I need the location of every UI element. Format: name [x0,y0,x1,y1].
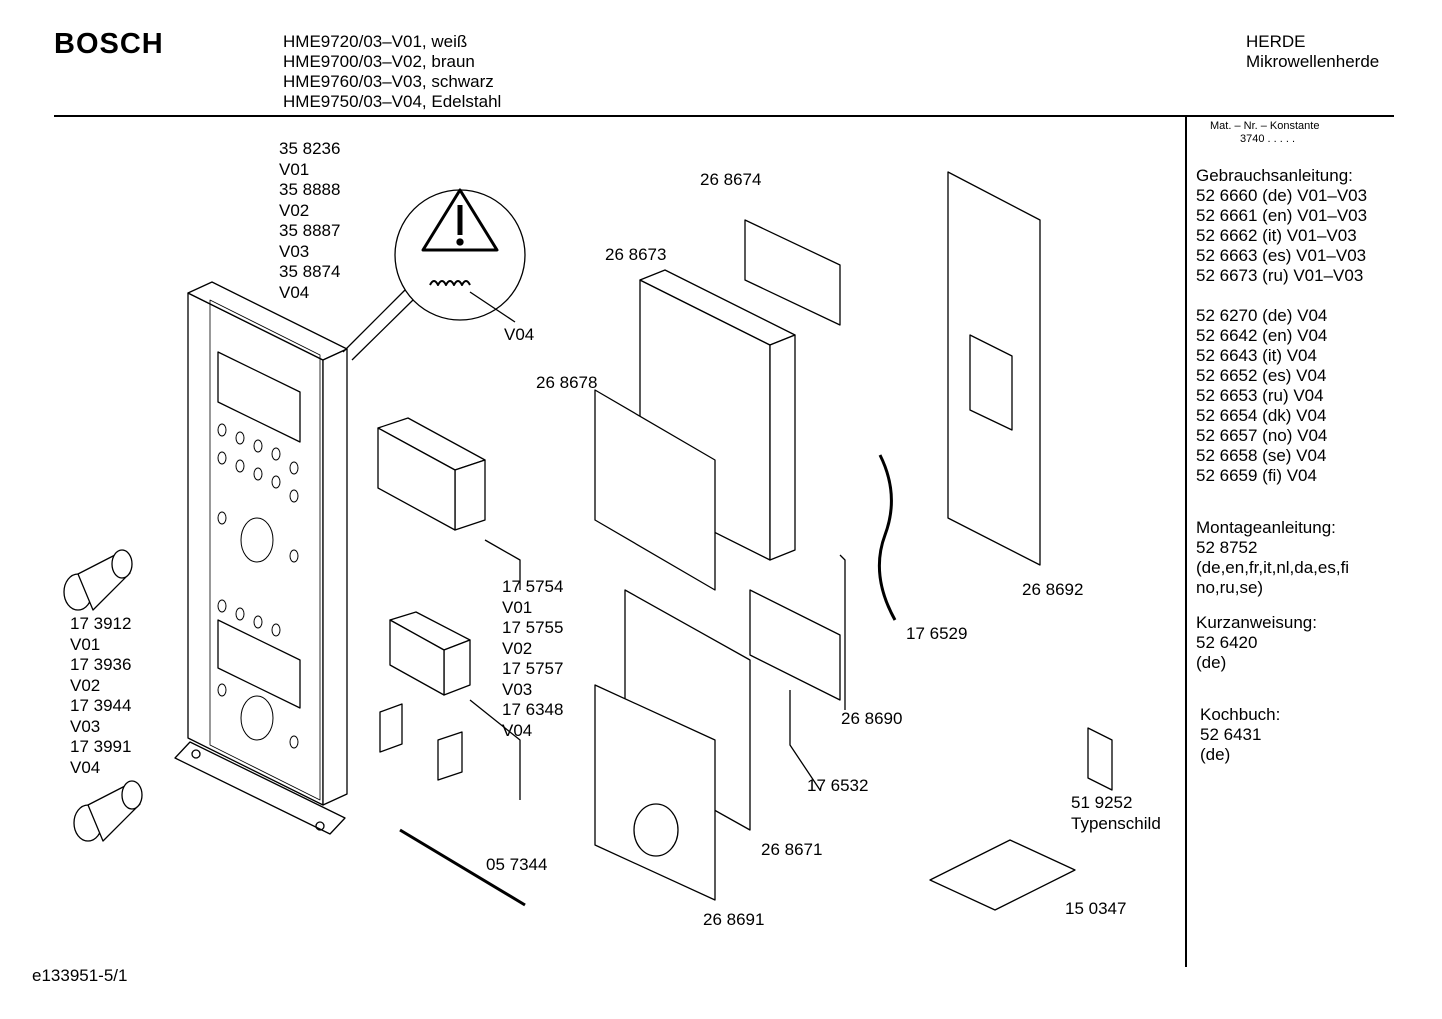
part-label-268690: 26 8690 [841,709,903,728]
support-panel-drawing [789,171,1041,791]
knob-part-list: 17 3912 V01 17 3936 V02 17 3944 V03 17 3… [70,614,131,778]
doc-line: 52 6270 (de) V04 [1196,306,1328,325]
variant: V01 [70,634,101,654]
part-number: 35 8888 [279,180,341,199]
spring-variant-label: V04 [504,325,535,344]
part-label-268671: 26 8671 [761,840,823,859]
category-block: HERDE Mikrowellenherde [1246,32,1379,72]
doc-line: 52 8752 [1196,538,1258,557]
part-number: 17 5754 [502,577,564,596]
doc-line: no,ru,se) [1196,578,1264,597]
part-label-268673: 26 8673 [605,245,667,264]
section-title: Gebrauchsanleitung: [1196,166,1353,185]
part-label-268678: 26 8678 [536,373,598,392]
part-number: 17 5755 [502,618,564,637]
section-title: Kurzanweisung: [1196,613,1317,632]
model-line: HME9760/03–V03, schwarz [283,72,494,91]
doc-line: 52 6420 [1196,633,1258,652]
doc-line: 52 6653 (ru) V04 [1196,386,1324,405]
variant: V02 [502,638,533,658]
part-label-176529: 17 6529 [906,624,968,643]
doc-line: 52 6431 [1200,725,1262,744]
part-label-268692: 26 8692 [1022,580,1084,599]
doc-line: 52 6652 (es) V04 [1196,366,1327,385]
variant: V01 [279,159,310,179]
subcategory: Mikrowellenherde [1246,52,1380,71]
doc-line: 52 6654 (dk) V04 [1196,406,1327,425]
typenschild-label: Typenschild [1071,814,1161,833]
model-line: HME9750/03–V04, Edelstahl [283,92,502,111]
variant: V02 [70,675,101,695]
doc-line: 52 6659 (fi) V04 [1196,466,1317,485]
doc-section-montageanleitung: Montageanleitung: 52 8752 (de,en,fr,it,n… [1196,518,1367,598]
variant: V02 [279,200,310,220]
doc-line: 52 6657 (no) V04 [1196,426,1328,445]
doc-line: (de) [1200,745,1231,764]
part-number: 17 3936 [70,655,132,674]
sidebar-divider [1185,117,1187,967]
doc-line: 52 6673 (ru) V01–V03 [1196,266,1364,285]
header-rule [54,115,1394,117]
doc-section-gebrauchsanleitung: Gebrauchsanleitung: 52 6660 (de) V01–V03… [1196,166,1367,486]
mat-label: Mat. – Nr. – Konstante [1210,120,1320,132]
knobs-drawing [63,549,143,842]
doc-line: 52 6643 (it) V04 [1196,346,1317,365]
brand-logo: BOSCH [54,28,164,60]
doc-line: 52 6663 (es) V01–V03 [1196,246,1367,265]
variant: V04 [502,720,533,740]
material-number: Mat. – Nr. – Konstante 3740 . . . . . [1210,120,1367,146]
category: HERDE [1246,32,1306,51]
part-number: 17 3991 [70,737,132,756]
keypad-boards-drawing [377,417,526,907]
part-label-150347: 15 0347 [1065,899,1127,918]
part-label-268674: 26 8674 [700,170,762,189]
part-label-268691: 26 8691 [703,910,765,929]
part-number: 17 5757 [502,659,564,678]
doc-line: (de) [1196,653,1227,672]
part-number: 35 8236 [279,139,341,158]
part-number: 17 6348 [502,700,564,719]
board-part-list: 17 5754 V01 17 5755 V02 17 5757 V03 17 6… [502,577,563,741]
exploded-view-drawing [63,171,1113,911]
variant: V03 [70,716,101,736]
part-label-057344: 05 7344 [486,855,548,874]
part-number: 35 8887 [279,221,341,240]
model-line: HME9720/03–V01, weiß [283,32,468,51]
front-panel-drawing [174,281,348,835]
part-label-176532: 17 6532 [807,776,869,795]
variant: V04 [279,282,310,302]
exploded-view-diagram: 35 8236 V01 35 8888 V02 35 8887 V03 35 8… [0,117,1185,997]
doc-line: 52 6662 (it) V01–V03 [1196,226,1357,245]
variant: V03 [279,241,310,261]
section-title: Kochbuch: [1200,705,1281,724]
variant: V04 [70,757,101,777]
variant: V03 [502,679,533,699]
mat-value: 3740 . . . . . [1240,133,1296,145]
doc-section-kochbuch: Kochbuch: 52 6431 (de) [1200,705,1367,765]
doc-line: 52 6642 (en) V04 [1196,326,1328,345]
part-label-519252: 51 9252 [1071,793,1133,812]
variant: V01 [502,597,533,617]
doc-line: 52 6658 (se) V04 [1196,446,1327,465]
part-number: 35 8874 [279,262,341,281]
model-line: HME9700/03–V02, braun [283,52,475,71]
panel-part-list: 35 8236 V01 35 8888 V02 35 8887 V03 35 8… [279,139,340,303]
doc-line: 52 6661 (en) V01–V03 [1196,206,1368,225]
part-number: 17 3912 [70,614,132,633]
doc-line [1196,286,1367,306]
warning-callout-drawing [342,188,526,361]
doc-line: (de,en,fr,it,nl,da,es,fi [1196,558,1350,577]
control-module-drawing [594,219,1113,911]
documentation-panel: Mat. – Nr. – Konstante 3740 . . . . . Ge… [1196,120,1367,765]
doc-line: 52 6660 (de) V01–V03 [1196,186,1368,205]
part-number: 17 3944 [70,696,132,715]
doc-section-kurzanweisung: Kurzanweisung: 52 6420 (de) [1196,613,1367,673]
section-title: Montageanleitung: [1196,518,1336,537]
model-list: HME9720/03–V01, weiß HME9700/03–V02, bra… [283,32,501,112]
drawing-code: e133951-5/1 [32,966,128,985]
